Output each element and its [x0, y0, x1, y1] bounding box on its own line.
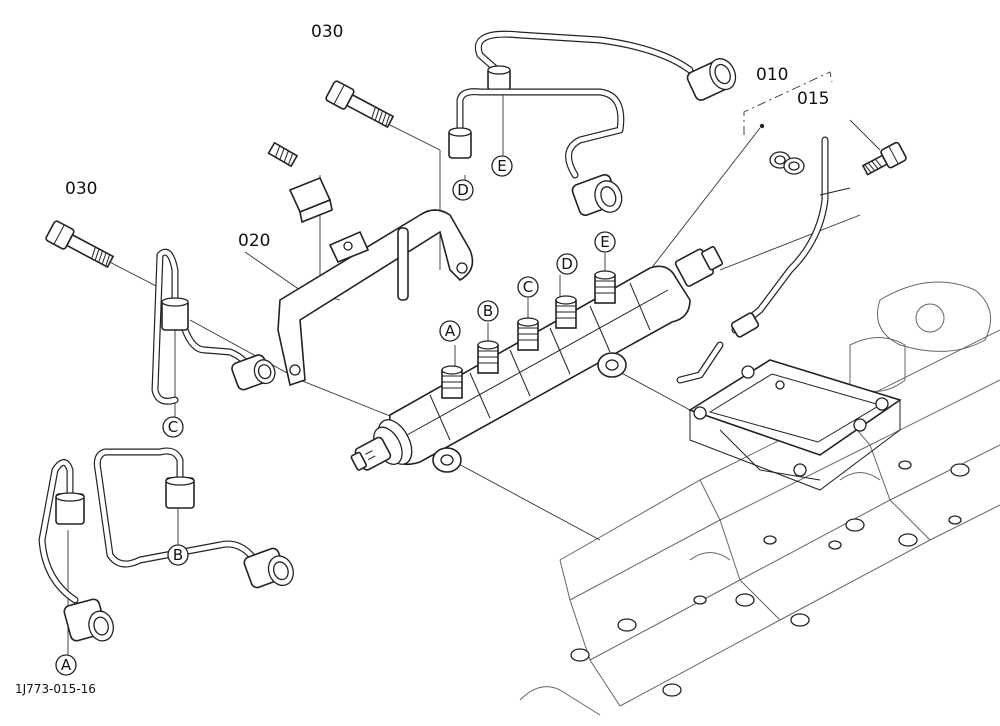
part-label-030-left: 030	[65, 179, 97, 199]
marker-label: E	[600, 233, 609, 251]
part-label-020: 020	[238, 231, 270, 251]
part-label-030-top: 030	[311, 22, 343, 42]
pipe-clamp	[267, 141, 370, 264]
marker-pipe-b: B	[167, 544, 189, 566]
marker-pipe-e: E	[491, 155, 513, 177]
marker-rail-b: B	[477, 300, 499, 322]
rail-outlet-d	[555, 295, 577, 329]
marker-label: C	[168, 418, 178, 436]
marker-pipe-d: D	[452, 179, 474, 201]
engine-block	[519, 281, 1000, 716]
injection-pipe-d	[448, 88, 625, 216]
marker-rail-e: E	[594, 231, 616, 253]
banjo-bolt-015	[861, 141, 907, 176]
injection-pipe-a	[38, 459, 114, 642]
port-markers: A B C D E A B C	[55, 155, 616, 676]
bolt-030-left	[45, 220, 115, 269]
part-label-015: 015	[797, 89, 829, 109]
rail-outlet-a	[441, 365, 463, 399]
marker-label: C	[523, 278, 533, 296]
bolt-030-top	[325, 80, 395, 129]
rail-outlet-c	[517, 317, 539, 351]
rail-bracket-020	[277, 209, 474, 387]
marker-label: B	[173, 546, 183, 564]
marker-label: D	[457, 181, 469, 199]
marker-label: D	[561, 255, 573, 273]
marker-pipe-a: A	[55, 654, 77, 676]
marker-rail-d: D	[556, 253, 578, 275]
marker-pipe-c: C	[162, 416, 184, 438]
marker-rail-a: A	[439, 320, 461, 342]
injection-pipe-c	[151, 248, 276, 405]
figure-code: 1J773-015-16	[15, 682, 96, 696]
injection-pipe-b	[93, 447, 294, 589]
marker-label: B	[483, 302, 493, 320]
rail-outlet-e	[594, 270, 616, 304]
marker-label: A	[445, 322, 456, 340]
injection-pipe-e	[475, 30, 737, 101]
return-pipe	[676, 136, 851, 384]
rail-outlet-b	[477, 340, 499, 374]
part-label-010: 010	[756, 65, 788, 85]
part-010-bracket	[743, 71, 833, 135]
common-rail	[350, 246, 724, 473]
marker-label: E	[497, 157, 506, 175]
part-labels: 030 030 020 010 015	[65, 22, 829, 251]
marker-label: A	[61, 656, 72, 674]
marker-rail-c: C	[517, 276, 539, 298]
part-010-dot	[759, 123, 765, 129]
